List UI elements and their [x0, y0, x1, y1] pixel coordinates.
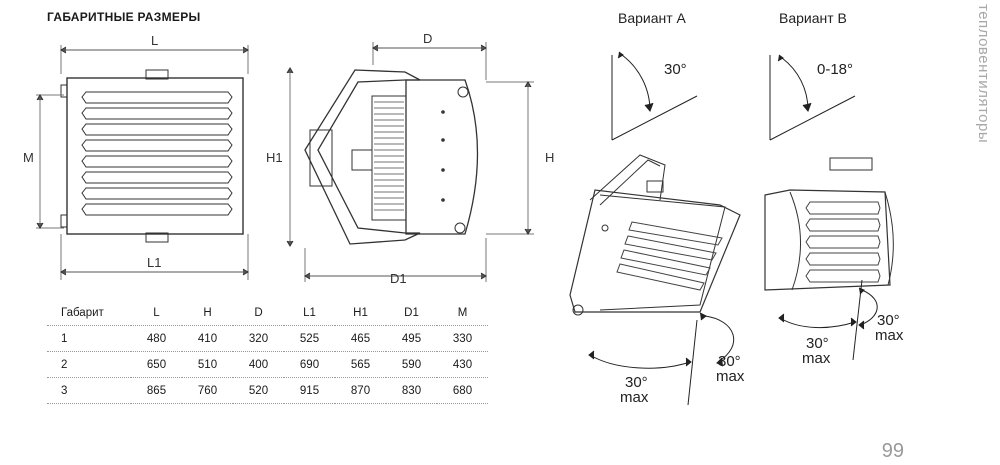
variant-b-side-max: max — [875, 327, 904, 344]
dim-L-label: L — [151, 33, 158, 48]
side-view-drawing — [286, 42, 534, 282]
variant-b-rotation-arrows — [778, 279, 878, 361]
table-cell: 2 — [47, 351, 131, 378]
table-cell: 590 — [386, 351, 437, 378]
side-category-label: тепловентиляторы — [975, 4, 992, 144]
variant-a-rotation-arrows — [588, 312, 735, 406]
table-cell: 430 — [437, 351, 488, 378]
dim-L1-label: L1 — [147, 255, 161, 270]
variant-a-bottom-max: max — [620, 389, 649, 406]
variant-b-label: Вариант В — [779, 10, 847, 26]
variant-b-side-angle: 30° — [877, 312, 900, 329]
variant-b-heater-illustration — [764, 157, 894, 291]
table-cell: 865 — [131, 377, 182, 404]
table-cell: 1 — [47, 325, 131, 352]
section-title: ГАБАРИТНЫЕ РАЗМЕРЫ — [47, 10, 201, 24]
table-cell: 520 — [233, 377, 284, 404]
variant-a-top-angle: 30° — [664, 61, 687, 78]
variant-a-bottom-angle: 30° — [625, 374, 648, 391]
table-cell: 870 — [335, 377, 386, 404]
table-header-cell: Габарит — [47, 300, 131, 326]
dim-H-label: H — [545, 150, 554, 165]
table-header-cell: D — [233, 300, 284, 326]
table-cell: 495 — [386, 325, 437, 352]
table-cell: 400 — [233, 351, 284, 378]
variant-b-top-angle: 0-18° — [817, 61, 853, 78]
table-row: 2 650 510 400 690 565 590 430 — [47, 351, 488, 378]
table-cell: 480 — [131, 325, 182, 352]
table-header-cell: M — [437, 300, 488, 326]
table-header-cell: L — [131, 300, 182, 326]
table-header-cell: H — [182, 300, 233, 326]
table-cell: 525 — [284, 325, 335, 352]
table-cell: 465 — [335, 325, 386, 352]
dim-D-label: D — [423, 31, 432, 46]
dimensions-table: Габарит L H D L1 H1 D1 M 1 480 410 320 5… — [47, 300, 488, 404]
variant-a-side-max: max — [716, 368, 745, 385]
table-cell: 330 — [437, 325, 488, 352]
front-view-drawing — [36, 45, 249, 280]
table-cell: 320 — [233, 325, 284, 352]
dim-M-label: M — [23, 150, 34, 165]
table-cell: 510 — [182, 351, 233, 378]
table-header-row: Габарит L H D L1 H1 D1 M — [47, 300, 488, 326]
table-cell: 915 — [284, 377, 335, 404]
table-cell: 680 — [437, 377, 488, 404]
page-number: 99 — [881, 440, 904, 462]
variant-b-bottom-angle: 30° — [806, 335, 829, 352]
variant-a-heater-illustration — [569, 154, 741, 316]
table-row: 1 480 410 320 525 465 495 330 — [47, 325, 488, 352]
table-header-cell: H1 — [335, 300, 386, 326]
table-cell: 3 — [47, 377, 131, 404]
table-cell: 760 — [182, 377, 233, 404]
dim-H1-label: H1 — [266, 150, 283, 165]
table-cell: 830 — [386, 377, 437, 404]
variant-b-angle-schematic — [769, 54, 856, 141]
table-header-cell: D1 — [386, 300, 437, 326]
table-cell: 565 — [335, 351, 386, 378]
variant-a-side-angle: 30° — [718, 353, 741, 370]
variant-a-label: Вариант А — [618, 10, 686, 26]
dim-D1-label: D1 — [390, 271, 407, 286]
variant-a-angle-schematic — [611, 51, 698, 141]
table-cell: 690 — [284, 351, 335, 378]
table-cell: 650 — [131, 351, 182, 378]
table-header-cell: L1 — [284, 300, 335, 326]
variant-b-bottom-max: max — [802, 350, 831, 367]
table-cell: 410 — [182, 325, 233, 352]
table-row: 3 865 760 520 915 870 830 680 — [47, 377, 488, 404]
